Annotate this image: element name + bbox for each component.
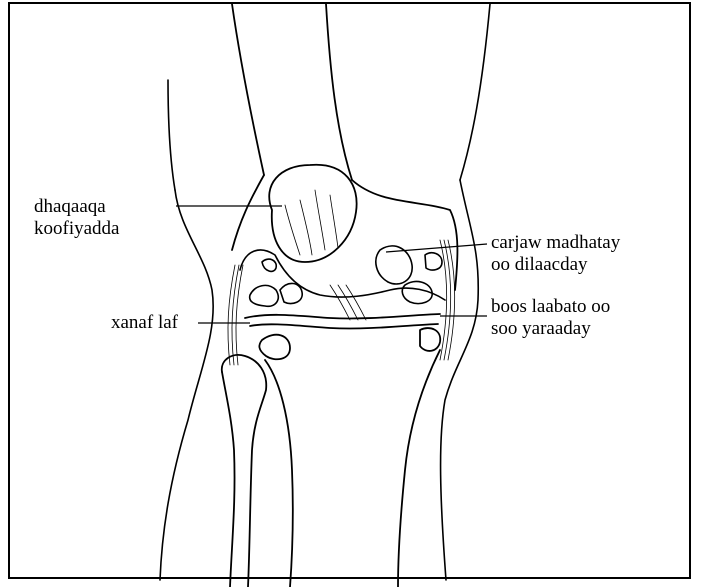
leader-cartilage (386, 244, 487, 252)
